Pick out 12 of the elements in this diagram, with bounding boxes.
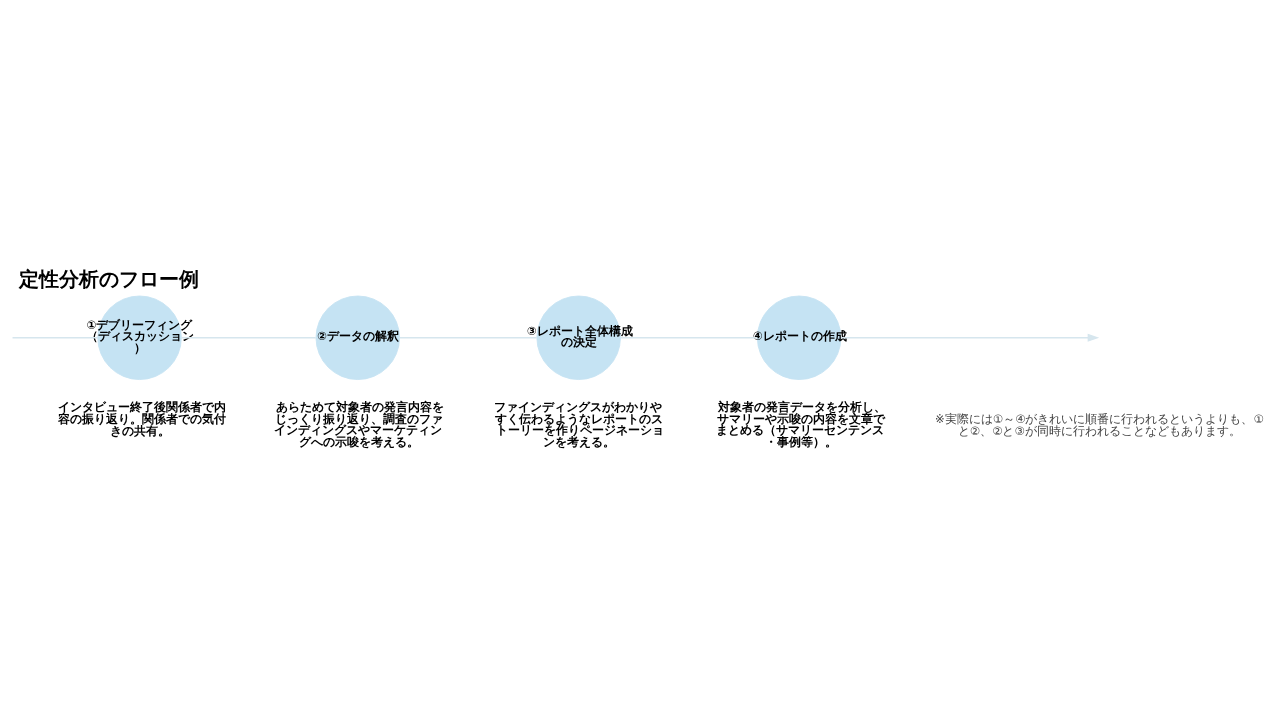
connector: [398, 337, 538, 339]
node-label: インタビュー終了後関係者で内容の振り返り。関係者での気付きの共有。: [57, 400, 227, 438]
node-label: 対象者の発言データを分析し、サマリーや示唆の内容を文章でまとめる（サマリーセンテンス・事例等）。: [715, 400, 886, 449]
node-label: あらためて対象者の発言内容をじっくり振り返り、調査のファインディングスやマーケティングへの示唆を考える。: [273, 400, 444, 449]
connector: [11, 337, 99, 339]
label: ※実際には①～④がきれいに順番に行われるというよりも、①と②、②と③が同時に行われることなどもあります。: [935, 411, 1264, 439]
arrow: [840, 333, 1100, 342]
node-label: ファインディングスがわかりやすく伝わるようなレポートのストーリーを作りページネーションを考える。: [494, 400, 664, 449]
diagram-title: 定性分析のフロー例: [18, 267, 199, 291]
connector: [620, 337, 758, 339]
connector: [180, 337, 317, 339]
node-circle: ②データの解釈: [315, 295, 400, 380]
